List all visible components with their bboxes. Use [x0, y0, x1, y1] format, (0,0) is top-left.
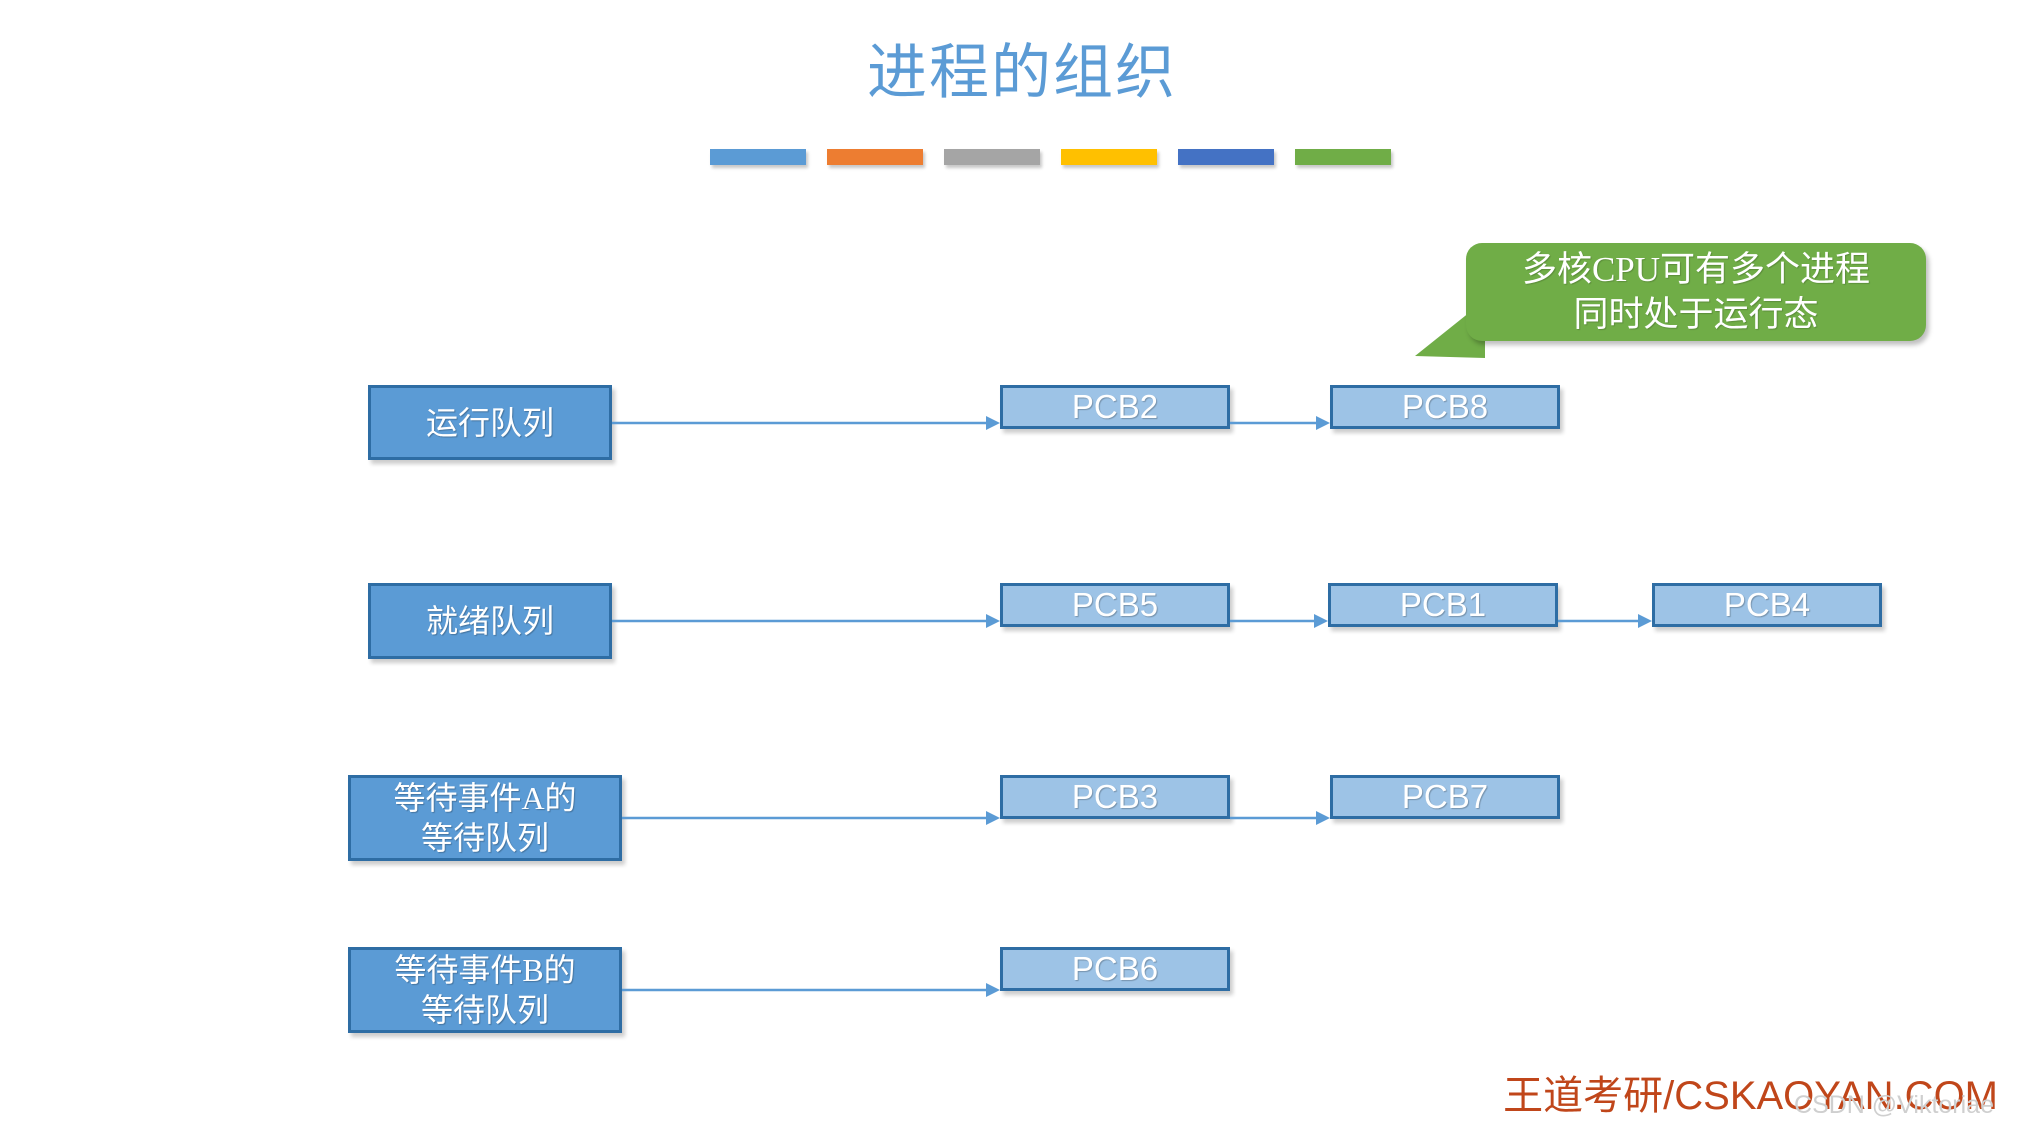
arrow-ready-queue-1: [612, 614, 1000, 628]
pcb-node-pcb4: PCB4: [1652, 583, 1882, 627]
pcb-node-pcb1: PCB1: [1328, 583, 1558, 627]
pcb-node-pcb2: PCB2: [1000, 385, 1230, 429]
callout-bubble: 多核CPU可有多个进程 同时处于运行态: [1466, 243, 1926, 341]
pcb-node-pcb8: PCB8: [1330, 385, 1560, 429]
pcb-node-pcb5-line-1: PCB5: [1071, 586, 1159, 623]
accent-bar-blue: [710, 149, 806, 165]
queue-label-wait-queue-event-a-line-2: 等待队列: [420, 820, 549, 856]
page-title: 进程的组织: [867, 40, 1177, 106]
pcb-node-pcb5: PCB5: [1000, 583, 1230, 627]
arrow-running-queue-1: [612, 415, 1000, 430]
accent-bar-yellow: [1061, 149, 1157, 165]
footer-brand-separator: /: [1663, 1074, 1675, 1118]
pcb-node-pcb2-line-1: PCB2: [1071, 388, 1159, 425]
accent-bar-orange: [827, 149, 923, 165]
footer-brand-en: CSKAOYAN.COM: [1674, 1074, 1998, 1118]
pcb-node-pcb6: PCB6: [1000, 947, 1230, 991]
footer-brand-cn: 王道考研: [1503, 1073, 1664, 1118]
queue-label-wait-queue-event-a: 等待事件A的等待队列: [348, 775, 622, 861]
arrow-ready-queue-2: [1230, 614, 1328, 628]
queue-label-wait-queue-event-b-line-2: 等待队列: [420, 992, 549, 1028]
queue-label-ready-queue: 就绪队列: [368, 583, 612, 659]
accent-bar-dark-blue: [1178, 149, 1274, 165]
accent-bar-gray: [944, 149, 1040, 165]
queue-label-wait-queue-event-b-line-1: 等待事件B的: [394, 952, 576, 988]
callout-line-2: 同时处于运行态: [1573, 295, 1819, 334]
pcb-node-pcb8-line-1: PCB8: [1401, 388, 1489, 425]
queue-label-running-queue-line-1: 运行队列: [425, 404, 554, 441]
arrow-ready-queue-3: [1558, 614, 1652, 628]
queue-label-ready-queue-line-1: 就绪队列: [425, 603, 554, 639]
pcb-node-pcb7-line-1: PCB7: [1401, 778, 1489, 815]
pcb-node-pcb6-line-1: PCB6: [1071, 950, 1159, 987]
arrow-wait-queue-event-a-1: [622, 811, 1000, 825]
pcb-node-pcb3: PCB3: [1000, 775, 1230, 819]
pcb-node-pcb4-line-1: PCB4: [1723, 586, 1811, 623]
accent-bar-green: [1295, 149, 1391, 165]
queue-label-wait-queue-event-b: 等待事件B的等待队列: [348, 947, 622, 1033]
accent-bar-strip: [710, 149, 1391, 165]
queue-label-wait-queue-event-a-line-1: 等待事件A的: [393, 780, 577, 816]
callout-line-1: 多核CPU可有多个进程: [1521, 250, 1871, 289]
footer-brand: 王道考研/CSKAOYAN.COM: [1503, 1072, 1998, 1120]
pcb-node-pcb3-line-1: PCB3: [1071, 778, 1159, 815]
csdn-watermark: CSDN @Viktoriae: [1794, 1091, 1994, 1119]
queue-label-running-queue: 运行队列: [368, 385, 612, 460]
arrow-wait-queue-event-b-1: [622, 983, 1000, 997]
pcb-node-pcb1-line-1: PCB1: [1399, 586, 1487, 623]
arrow-running-queue-2: [1230, 415, 1330, 430]
pcb-node-pcb7: PCB7: [1330, 775, 1560, 819]
arrow-wait-queue-event-a-2: [1230, 811, 1330, 825]
